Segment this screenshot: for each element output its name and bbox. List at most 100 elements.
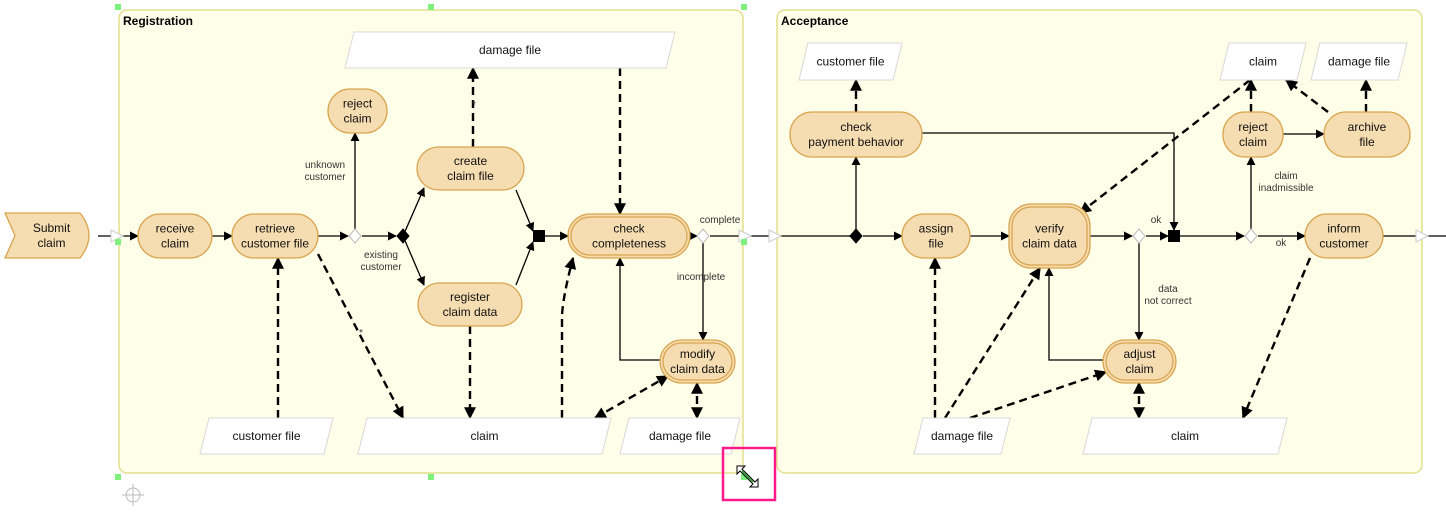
label-text: archive (1348, 120, 1387, 134)
data-flow-edge[interactable] (316, 253, 405, 420)
data-flow-edge[interactable] (1241, 257, 1312, 420)
label-text: create (454, 154, 488, 168)
label-text: inadmissible (1258, 183, 1313, 194)
interface-connector[interactable] (1415, 229, 1430, 243)
data-object-damage-file-top[interactable]: damage file (344, 31, 676, 69)
label-text: inform (1327, 222, 1360, 236)
label-text: receive (156, 222, 195, 236)
control-flow-edge[interactable] (922, 132, 1179, 231)
label-text: check (840, 120, 872, 134)
data-flow-edge[interactable] (943, 266, 1042, 419)
label-text: * (472, 100, 476, 111)
data-flow-edge[interactable] (593, 374, 670, 420)
label-text: verify (1035, 222, 1064, 236)
label-text: incomplete (677, 272, 726, 283)
label-text: file (1359, 135, 1375, 149)
data-object-customer-file-2[interactable]: customer file (798, 42, 903, 81)
label-text: customer (360, 262, 402, 273)
label-text: ok (1151, 215, 1163, 226)
label-text: claim (470, 429, 498, 443)
join-connector[interactable] (533, 230, 545, 242)
control-flow-edge[interactable] (615, 257, 660, 361)
edge-label-ok-1: ok (1151, 215, 1163, 226)
label-text: reject (1238, 120, 1268, 134)
label-text: modify (680, 347, 715, 361)
control-flow-edge[interactable] (515, 189, 535, 232)
control-flow-edge[interactable] (515, 241, 535, 286)
label-text: claim (343, 112, 371, 126)
highlight-box (721, 446, 777, 502)
label-text: claim data (443, 305, 498, 319)
edge-label-star-1: * (472, 100, 476, 111)
label-text: completeness (592, 237, 666, 251)
selection-handle[interactable] (428, 4, 434, 10)
resize-diagonal-cursor-icon (736, 465, 759, 488)
label-text: claim (1171, 429, 1199, 443)
label-text: damage file (931, 429, 993, 443)
selection-handle[interactable] (115, 474, 121, 480)
selection-handle[interactable] (428, 474, 434, 480)
data-flow-edge[interactable] (969, 369, 1108, 420)
label-text: damage file (479, 43, 541, 57)
selection-handle[interactable] (741, 4, 747, 10)
selection-handles[interactable] (115, 4, 747, 480)
label-text: damage file (1328, 55, 1390, 69)
control-flow-edge[interactable] (402, 235, 425, 286)
and-gateway[interactable] (849, 228, 863, 244)
label-text: reject (343, 97, 373, 111)
data-object-claim-1[interactable]: claim (357, 417, 612, 455)
control-flow-edge[interactable] (1044, 267, 1103, 361)
selection-handle[interactable] (115, 239, 121, 245)
label-text: check (613, 222, 645, 236)
control-flow-edge[interactable] (402, 187, 425, 237)
data-object-claim-top[interactable]: claim (1219, 42, 1307, 81)
label-text: claim data (1022, 237, 1077, 251)
and-gateway[interactable] (396, 228, 410, 244)
label-text: existing (364, 250, 398, 261)
interface-connector[interactable] (768, 229, 783, 243)
selection-handle[interactable] (115, 4, 121, 10)
label-text: customer file (816, 55, 884, 69)
xor-gateway[interactable] (1132, 228, 1146, 244)
label-text: claim data (670, 362, 725, 376)
edge-label-incomplete: incomplete (677, 272, 726, 283)
xor-gateway[interactable] (348, 228, 362, 244)
join-connector[interactable] (1168, 230, 1180, 242)
data-flow-edge[interactable] (1079, 79, 1251, 214)
selection-handle[interactable] (741, 474, 747, 480)
data-object-damage-file-2[interactable]: damage file (913, 417, 1011, 455)
data-object-customer-file-1[interactable]: customer file (199, 417, 334, 455)
data-flow-edge[interactable] (1285, 79, 1329, 113)
label-text: ok (1276, 238, 1288, 249)
pool-title-registration: Registration (123, 14, 193, 28)
label-text: customer file (241, 237, 309, 251)
label-text: claim file (447, 169, 494, 183)
data-object-damage-file-1[interactable]: damage file (619, 417, 741, 455)
data-object-damage-file-top2[interactable]: damage file (1310, 42, 1408, 81)
data-flow-edge[interactable] (560, 256, 577, 418)
selection-handle[interactable] (741, 239, 747, 245)
xor-gateway[interactable] (696, 228, 710, 244)
data-object-claim-2[interactable]: claim (1082, 417, 1288, 455)
label-text: register (450, 290, 490, 304)
label-text: file (928, 237, 944, 251)
xor-gateway[interactable] (1244, 228, 1258, 244)
